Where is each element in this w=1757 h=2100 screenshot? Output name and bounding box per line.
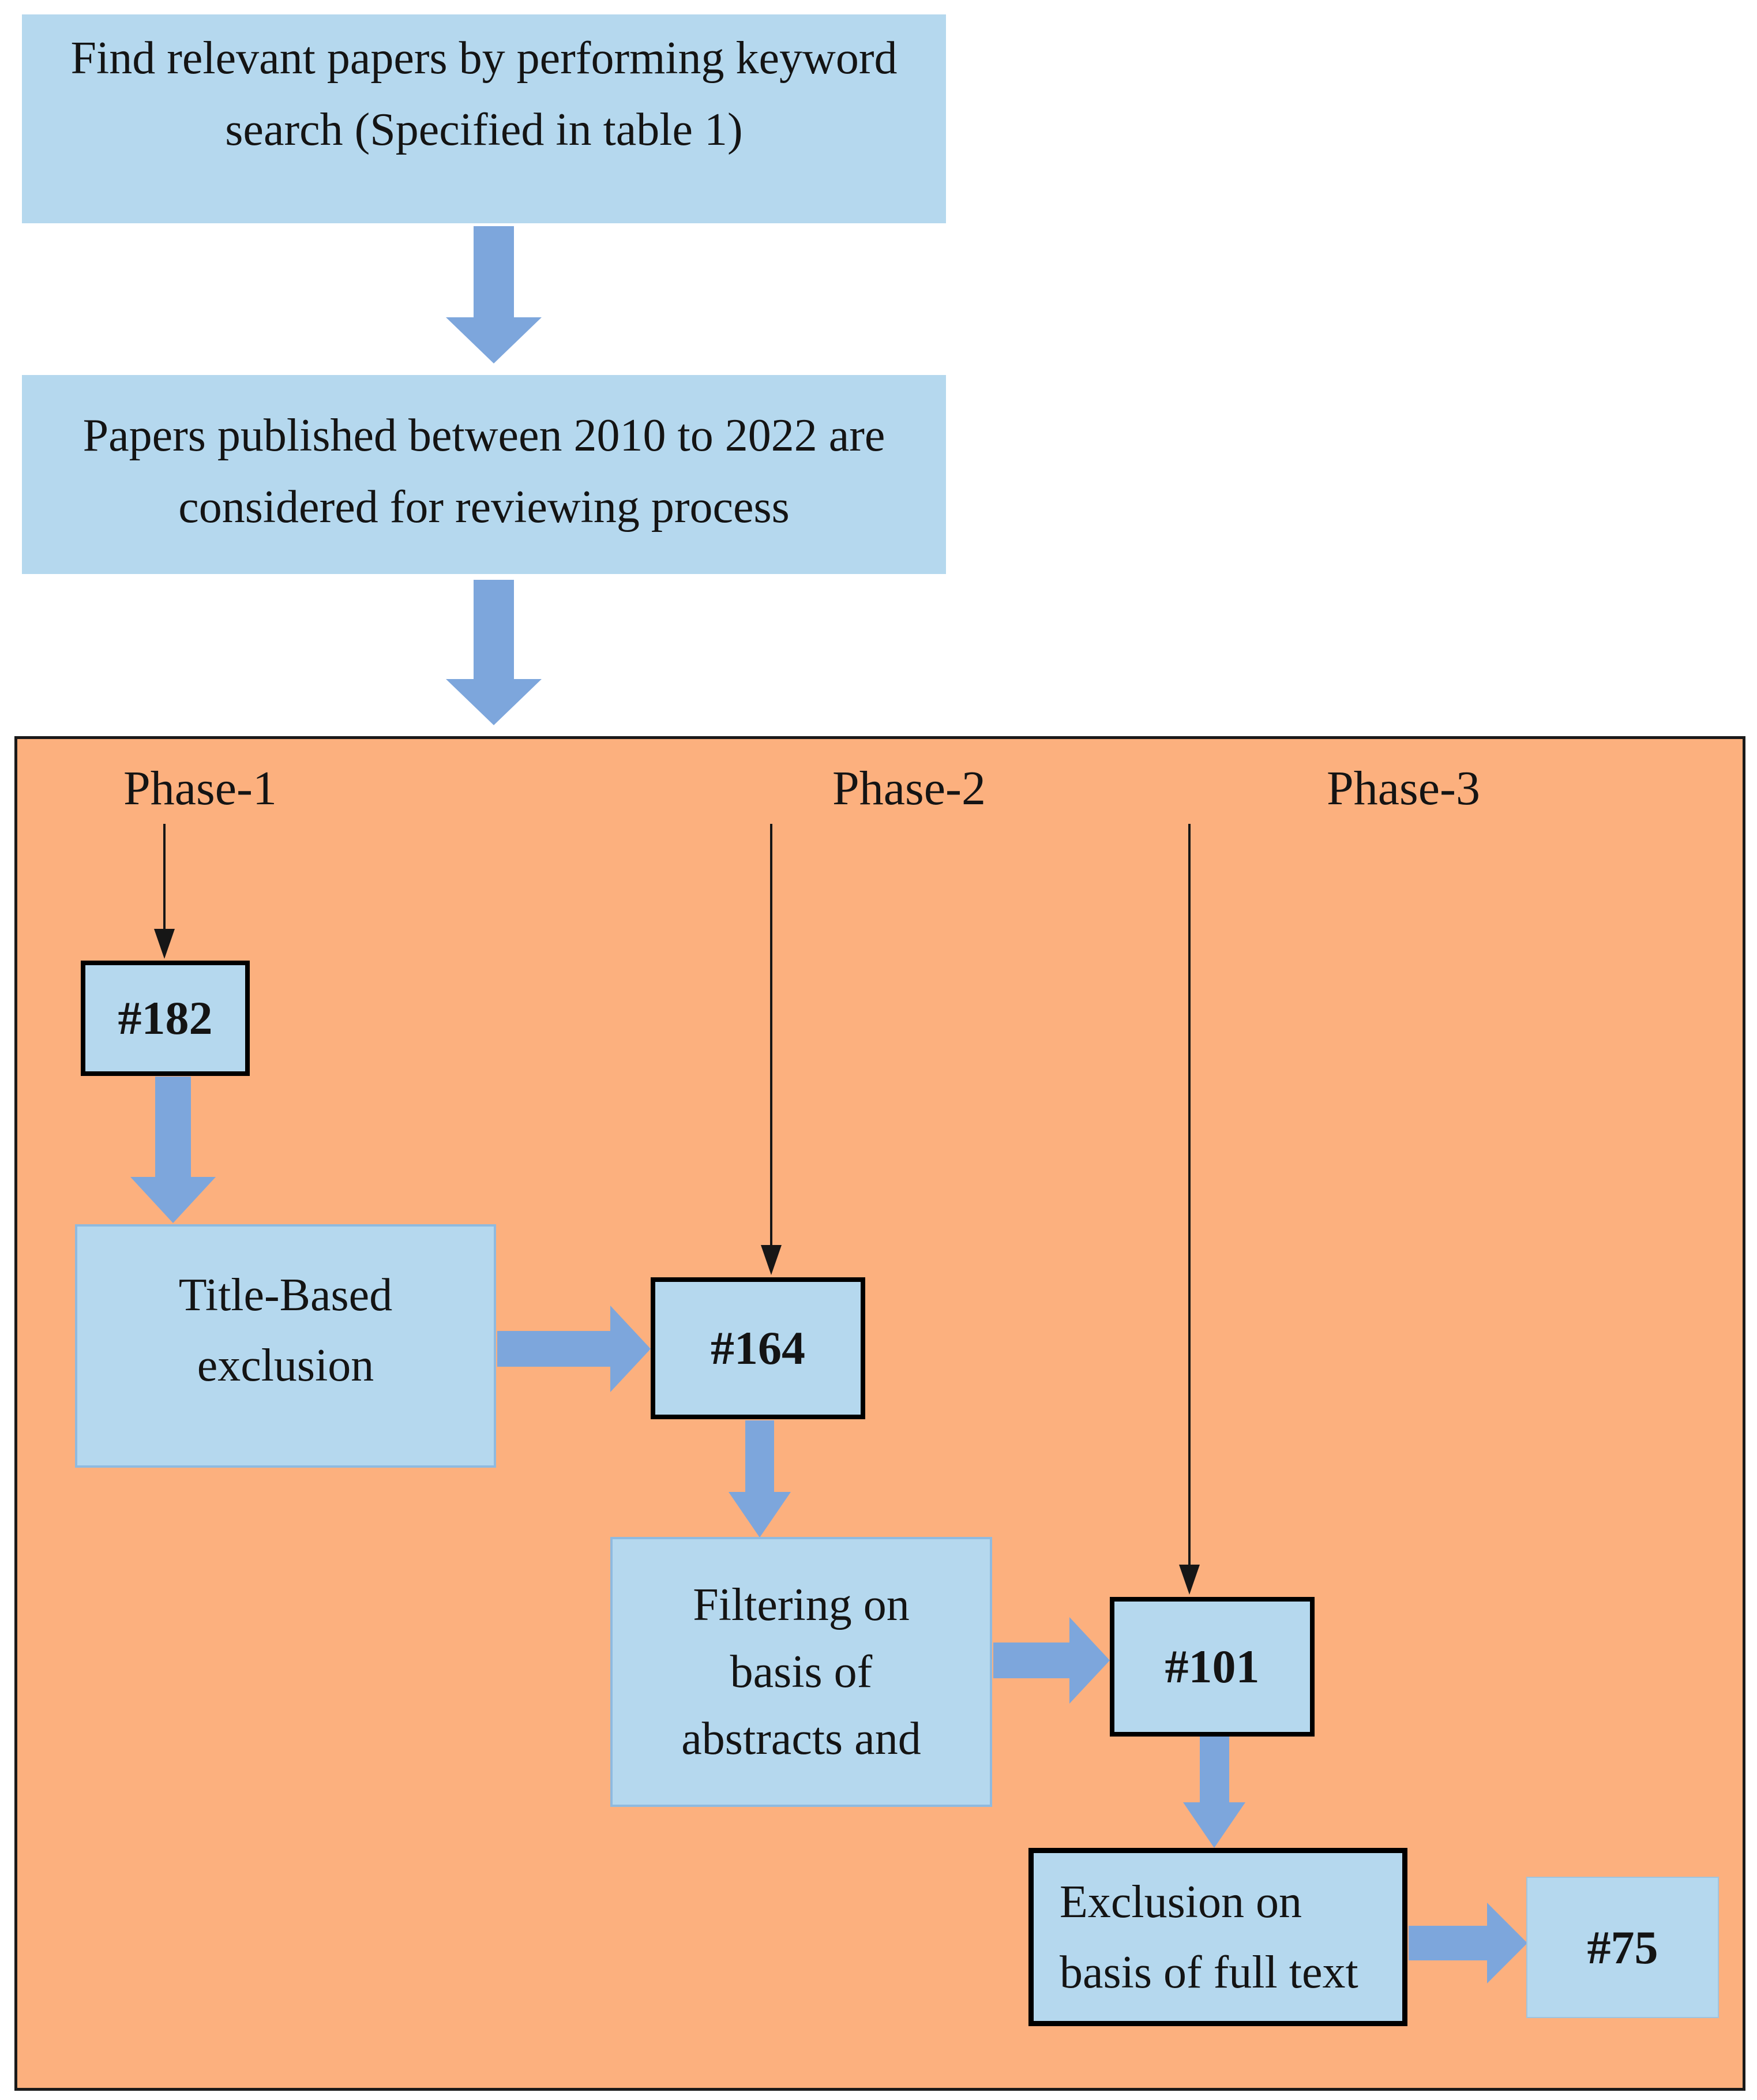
- process-text-line: exclusion: [197, 1340, 374, 1391]
- step-box-keyword-search: Find relevant papers by performing keywo…: [22, 14, 946, 223]
- connector-arrow-down-shaft: [474, 226, 514, 317]
- connector-arrow-down-shaft: [474, 580, 514, 679]
- process-text-line: abstracts and: [681, 1713, 921, 1764]
- phase-arrow-head: [1179, 1565, 1200, 1595]
- connector-arrow-down-shaft: [155, 1077, 191, 1177]
- connector-arrow-down-head: [446, 679, 542, 725]
- connector-arrow-down-shaft: [745, 1420, 774, 1492]
- step-box-publication-range: Papers published between 2010 to 2022 ar…: [22, 375, 946, 574]
- phase-arrow-line: [770, 824, 772, 1245]
- phase-arrow-line: [163, 824, 166, 929]
- phase-arrow-line: [1188, 824, 1191, 1565]
- phase-label-1: Phase-1: [123, 762, 277, 815]
- step-text-line: considered for reviewing process: [178, 482, 790, 532]
- count-value: #75: [1587, 1921, 1658, 1974]
- phase-label-2: Phase-2: [832, 762, 986, 815]
- count-box-182: #182: [81, 961, 250, 1076]
- count-box-75: #75: [1526, 1877, 1719, 2018]
- connector-arrow-down-shaft: [1200, 1737, 1229, 1802]
- step-text-line: Find relevant papers by performing keywo…: [70, 33, 898, 84]
- phase-label-3: Phase-3: [1327, 762, 1480, 815]
- count-box-164: #164: [651, 1277, 865, 1419]
- connector-arrow-right-shaft: [1409, 1926, 1487, 1960]
- process-text-line: Title-Based: [178, 1269, 393, 1321]
- connector-arrow-right-shaft: [993, 1642, 1069, 1678]
- phase-arrow-head: [761, 1245, 782, 1275]
- process-text-line: Filtering on: [693, 1580, 910, 1630]
- connector-arrow-down-head: [729, 1492, 791, 1537]
- process-text-line: basis of full text: [1060, 1947, 1358, 1998]
- phase-arrow-head: [154, 929, 175, 959]
- connector-arrow-right-head: [1069, 1617, 1110, 1704]
- process-box-fulltext-exclusion: Exclusion on basis of full text: [1028, 1848, 1407, 2026]
- count-value: #164: [711, 1322, 805, 1374]
- connector-arrow-right-head: [610, 1306, 651, 1392]
- count-value: #101: [1165, 1640, 1260, 1693]
- connector-arrow-right-shaft: [497, 1331, 610, 1367]
- process-box-abstract-filtering: Filtering on basis of abstracts and: [610, 1537, 992, 1807]
- count-value: #182: [118, 992, 213, 1044]
- connector-arrow-down-head: [446, 317, 542, 363]
- step-text-line: search (Specified in table 1): [225, 104, 743, 155]
- count-box-101: #101: [1110, 1597, 1315, 1737]
- process-text-line: Exclusion on: [1060, 1876, 1302, 1927]
- connector-arrow-right-head: [1487, 1903, 1527, 1983]
- process-text-line: basis of: [730, 1647, 873, 1697]
- connector-arrow-down-head: [1183, 1802, 1245, 1848]
- connector-arrow-down-head: [130, 1177, 216, 1223]
- step-text-line: Papers published between 2010 to 2022 ar…: [82, 410, 885, 461]
- process-box-title-exclusion: Title-Based exclusion: [75, 1224, 496, 1468]
